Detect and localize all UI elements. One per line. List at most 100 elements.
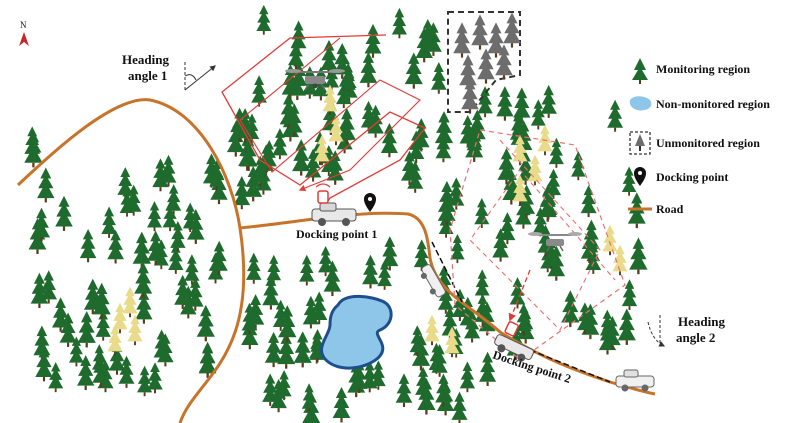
tree-icon: [182, 202, 198, 233]
tree-icon: [196, 304, 215, 342]
tree-icon: [479, 351, 497, 387]
tree-icon: [538, 185, 557, 222]
tree-icon: [270, 378, 287, 413]
tree-icon: [530, 99, 546, 130]
tree-icon: [547, 245, 566, 281]
legend-label-non-monitored: Non-monitored region: [656, 97, 770, 111]
tree-icon: [292, 139, 311, 176]
tree-icon: [407, 160, 424, 193]
tree-icon: [580, 185, 597, 218]
tree-icon: [395, 373, 413, 407]
tree-icon: [496, 86, 514, 121]
tree-icon: [40, 270, 58, 304]
tree-icon: [132, 231, 151, 269]
tree-icon: [337, 107, 356, 145]
tree-icon: [450, 233, 465, 264]
tree-icon: [33, 207, 50, 242]
tree-icon: [362, 254, 379, 289]
tree-icon: [336, 76, 352, 109]
monitored-highlight-trees: [107, 84, 628, 358]
legend-label-monitoring: Monitoring region: [656, 62, 750, 76]
tree-icon: [381, 236, 399, 271]
monitoring-region-trees: [24, 4, 648, 423]
tree-icon: [210, 240, 228, 276]
tree-icon: [314, 134, 330, 166]
tree-icon: [92, 282, 111, 319]
tree-icon: [281, 64, 300, 100]
tree-icon: [518, 184, 535, 219]
drone-icon: [285, 69, 345, 91]
tree-icon: [147, 362, 163, 394]
heading1-line2: angle 1: [128, 68, 167, 83]
tree-icon: [409, 325, 425, 356]
tree-icon: [380, 122, 398, 158]
unmonitored-trees: [453, 12, 521, 114]
tree-icon: [435, 373, 452, 407]
tree-icon: [146, 230, 165, 266]
tree-icon: [262, 275, 280, 310]
tree-icon: [513, 87, 531, 122]
tree-icon: [617, 308, 636, 345]
tree-icon: [107, 324, 123, 356]
tree-icon: [246, 252, 262, 284]
unmonitored-region: [447, 11, 521, 114]
tree-icon: [137, 365, 153, 397]
tree-icon: [499, 212, 516, 245]
tree-icon: [512, 134, 528, 166]
tree-icon: [277, 332, 296, 369]
tree-icon: [76, 355, 95, 391]
tree-icon: [107, 229, 124, 264]
tree-icon: [465, 125, 484, 162]
tree-icon: [302, 295, 320, 329]
legend-label-road: Road: [656, 202, 684, 216]
tree-icon: [79, 228, 97, 263]
legend: Monitoring region Non-monitored region U…: [628, 58, 770, 216]
tree-icon: [290, 20, 307, 53]
tree-icon: [168, 243, 184, 274]
tree-icon: [251, 75, 267, 107]
tree-icon: [127, 314, 143, 346]
tree-icon: [408, 130, 425, 164]
tree-icon: [540, 84, 557, 118]
tree-icon: [537, 124, 553, 156]
heading-angle-1: Heading angle 1: [122, 52, 216, 91]
tree-icon: [101, 206, 117, 238]
tree-icon: [474, 197, 490, 229]
tree-icon: [461, 78, 479, 114]
tree-icon: [122, 286, 138, 318]
tree-icon: [233, 175, 251, 210]
tree-icon: [503, 12, 521, 48]
map-pin-icon: [364, 193, 376, 212]
tree-icon: [404, 52, 423, 89]
tree-icon: [152, 158, 169, 192]
tree-icon: [252, 155, 268, 187]
tree-icon: [464, 310, 481, 343]
tree-icon: [180, 285, 197, 319]
legend-item-unmonitored: Unmonitored region: [629, 131, 760, 155]
tree-icon: [119, 187, 135, 217]
tree-icon: [580, 228, 598, 263]
tree-icon: [92, 351, 110, 388]
docking-vehicle-1: [311, 183, 357, 226]
tree-icon: [459, 361, 476, 393]
tree-icon: [287, 37, 304, 70]
tree-icon: [134, 262, 153, 299]
tree-icon: [187, 209, 205, 244]
tree-icon: [323, 260, 342, 297]
tree-icon: [146, 201, 163, 232]
tree-icon: [371, 360, 386, 390]
tree-icon: [424, 314, 440, 346]
tree-icon: [571, 151, 586, 181]
tree-icon: [437, 189, 456, 226]
tree-icon: [112, 302, 128, 334]
tree-icon: [512, 174, 528, 206]
tree-icon: [108, 341, 126, 375]
tree-icon: [48, 362, 64, 393]
tree-icon: [256, 4, 272, 35]
tree-icon: [453, 22, 471, 58]
tree-icon: [170, 220, 186, 252]
tree-icon: [444, 326, 460, 358]
legend-label-unmonitored: Unmonitored region: [656, 136, 760, 150]
tree-icon: [37, 167, 55, 203]
tree-icon: [604, 315, 621, 350]
